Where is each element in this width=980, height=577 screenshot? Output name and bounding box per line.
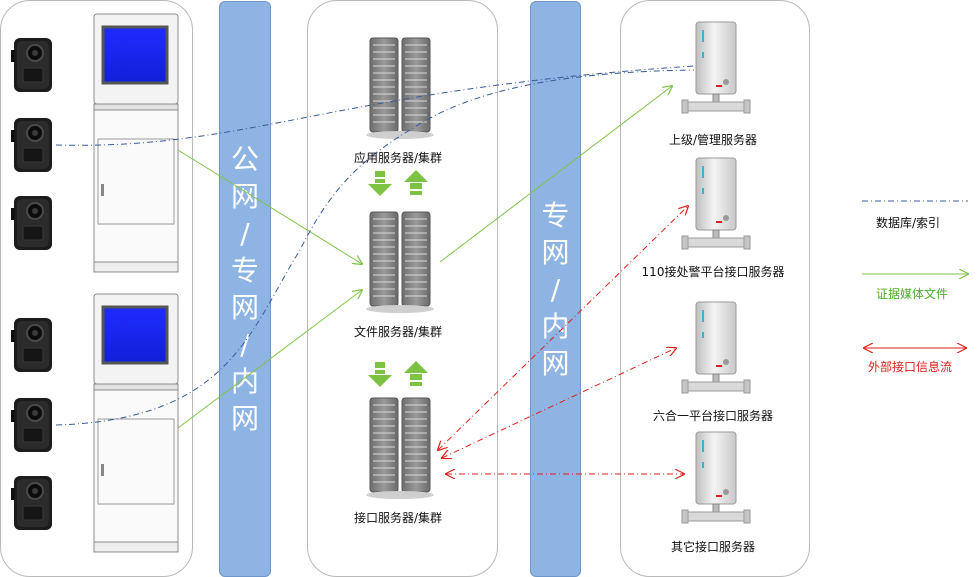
interface-server-rack-icon	[365, 397, 435, 500]
down-arrow-icon	[368, 362, 392, 387]
body-camera-icon	[10, 317, 53, 373]
legend-db-label: 数据库/索引	[876, 216, 941, 230]
app-server-rack-icon	[365, 37, 435, 140]
alarm110-server-icon	[681, 157, 751, 250]
alarm110-server-label: 110接处警平台接口服务器	[641, 265, 785, 279]
public-private-network-band: 公 网 / 专 网 / 内 网	[219, 1, 271, 577]
media-flow-line	[439, 86, 672, 263]
down-arrow-icon	[368, 171, 392, 196]
body-camera-icon	[10, 37, 53, 93]
interface-server-label: 接口服务器/集群	[353, 511, 443, 525]
file-server-rack-icon	[365, 211, 435, 314]
band-char: 公	[230, 143, 259, 176]
band-char: 网	[230, 402, 259, 435]
band-char: 专	[230, 254, 259, 287]
other-server-icon	[681, 431, 751, 524]
media-flow-line	[177, 149, 362, 264]
body-camera-icon	[10, 195, 53, 251]
legend-media-label: 证据媒体文件	[876, 287, 949, 301]
other-server-label: 其它接口服务器	[670, 540, 756, 554]
body-camera-icon	[10, 117, 53, 173]
media-flow-line	[177, 290, 362, 429]
collection-kiosk-icon	[92, 292, 180, 554]
band-char: /	[240, 328, 250, 361]
body-camera-icon	[10, 475, 53, 531]
file-server-label: 文件服务器/集群	[353, 325, 443, 339]
external-flow-line	[438, 206, 688, 450]
superior-server-label: 上级/管理服务器	[668, 133, 758, 147]
band-char: /	[240, 217, 250, 250]
up-arrow-icon	[404, 170, 428, 195]
six-in-one-server-label: 六合一平台接口服务器	[652, 409, 774, 423]
db-index-line	[55, 69, 695, 426]
up-arrow-icon	[404, 361, 428, 386]
six-in-one-server-icon	[681, 301, 751, 394]
superior-server-icon	[681, 21, 751, 114]
body-camera-icon	[10, 397, 53, 453]
legend-external-label: 外部接口信息流	[868, 360, 953, 374]
app-server-label: 应用服务器/集群	[353, 151, 443, 165]
band-char: 网	[230, 291, 259, 324]
external-flow-line	[442, 348, 676, 458]
